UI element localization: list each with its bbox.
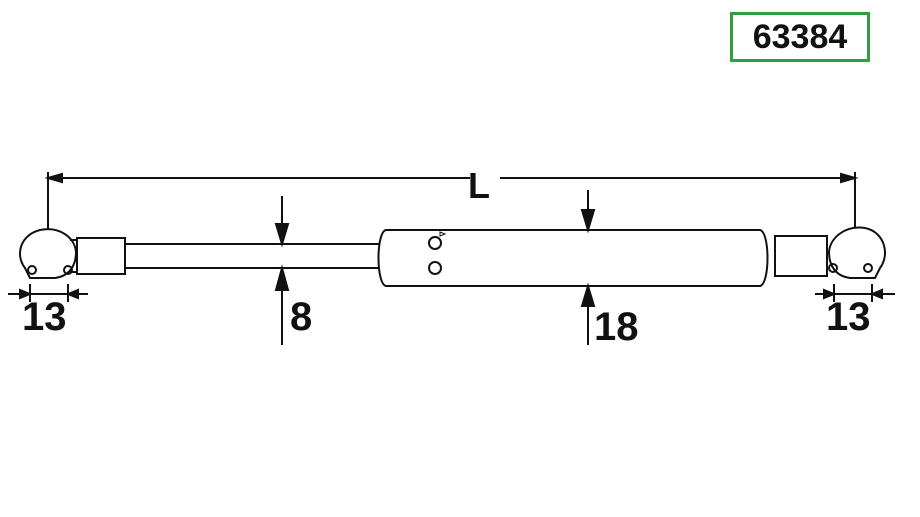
part-number-badge: 63384 [730,12,870,62]
length-dimension-line [44,172,859,230]
right-end-size-label: 13 [826,295,871,339]
left-ball-socket [19,228,78,279]
cylinder-diameter-label: 18 [594,305,639,349]
piston-rod [125,243,380,269]
left-end-size-label: 13 [22,295,67,339]
right-collar [774,235,828,277]
left-end-dimension [8,284,88,302]
length-label: L [468,165,490,206]
rod-diameter-label: 8 [290,295,312,339]
cylinder-body [377,229,769,287]
left-collar [76,237,126,275]
right-end-dimension [815,284,895,302]
cylinder-diameter-dimension [580,190,596,345]
rod-diameter-dimension [250,196,300,345]
right-ball-socket [827,226,886,279]
